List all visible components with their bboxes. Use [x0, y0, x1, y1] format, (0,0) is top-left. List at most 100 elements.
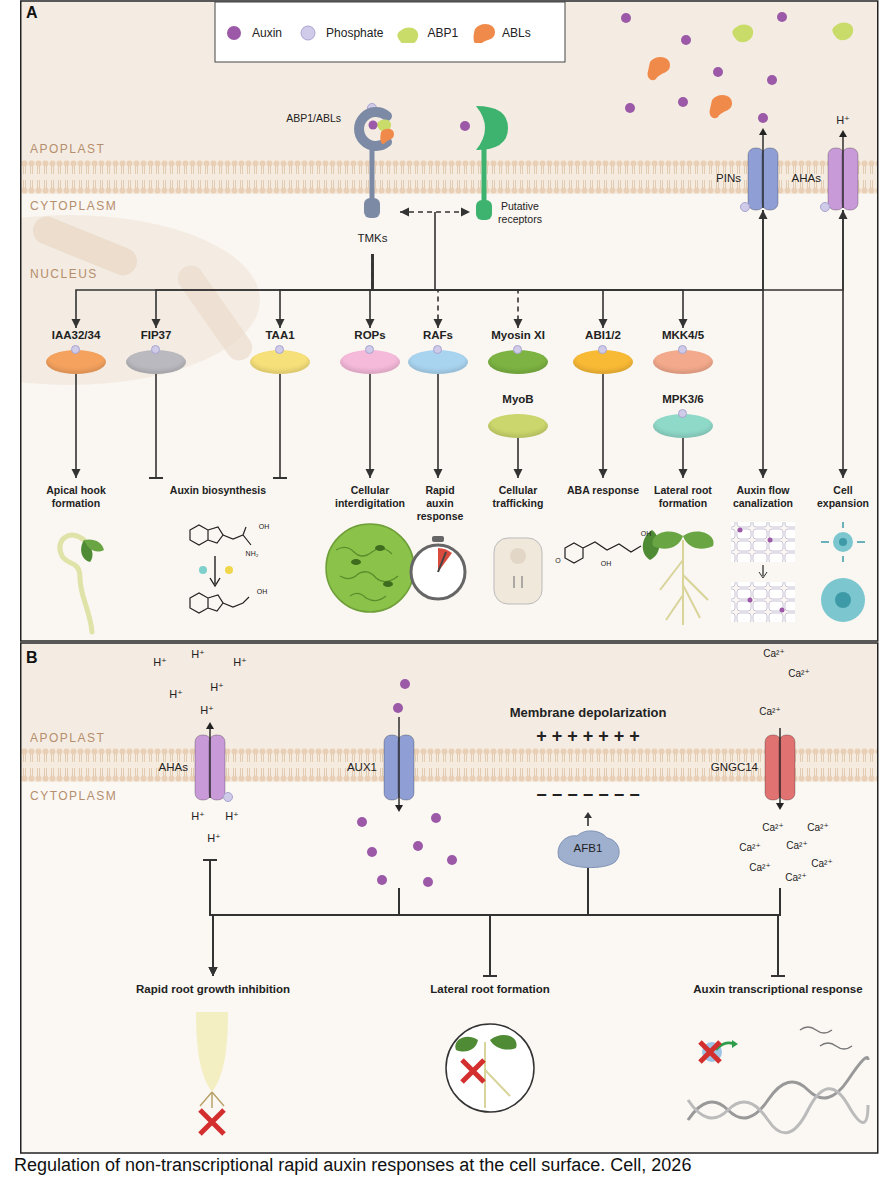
outcome-label: Lateral root formation [410, 982, 570, 996]
connector-line [490, 868, 588, 976]
nucleus [21, 212, 260, 385]
receptor: TMKs [345, 106, 400, 254]
protein-label: Myosin XI [484, 328, 552, 342]
receptor-shape [345, 106, 400, 226]
connector-line [373, 254, 439, 328]
outcome-label: Cellular interdigitation [330, 484, 410, 510]
connector [514, 438, 523, 478]
connector [373, 210, 848, 290]
outcome: Cellular interdigitation [330, 478, 410, 510]
protein-label: MyoB [484, 392, 552, 406]
phosphate [151, 345, 160, 354]
connector-line [399, 888, 490, 976]
label: Ca²⁺ [811, 858, 832, 870]
outcome-label: Apical hook formation [34, 484, 118, 510]
label: A [26, 4, 38, 22]
channel: PINs [748, 148, 778, 210]
label: + + + + + + + [536, 726, 640, 747]
inhibition-bar [273, 477, 287, 479]
phosphate [433, 345, 442, 354]
label: APOPLAST [30, 732, 105, 746]
signaling-protein: MKK4/5 [649, 328, 717, 374]
channel-label: GNGC14 [711, 761, 758, 773]
signaling-protein: TAA1 [246, 328, 314, 374]
signaling-protein: IAA32/34 [42, 328, 110, 374]
connector-line [373, 254, 684, 328]
connector-line [213, 888, 780, 976]
arrowhead [599, 319, 608, 328]
protein-label: ROPs [336, 328, 404, 342]
root-tip [196, 1012, 228, 1134]
arrowhead [599, 469, 608, 478]
lateral-root-inset [446, 1024, 534, 1112]
outcome-label: Auxin transcriptional response [680, 982, 876, 996]
outcome-label: Auxin flow canalization [723, 484, 803, 510]
legend-item: Phosphate [296, 23, 383, 43]
inhibition-bar [771, 975, 785, 977]
phosphate [275, 345, 284, 354]
signaling-protein: RAFs [404, 328, 472, 374]
outcome-label: Cellular trafficking [483, 484, 553, 510]
label: Ca²⁺ [786, 840, 807, 852]
label: O [555, 557, 560, 565]
label: NH₂ [246, 550, 259, 558]
panel-b-ground [21, 644, 877, 1152]
arrowhead [366, 319, 375, 328]
connector [366, 374, 375, 478]
dna-illustration [688, 1027, 868, 1133]
arrowhead [400, 208, 409, 217]
channel-shape [384, 735, 414, 800]
connector-line [210, 860, 588, 915]
arrowhead [514, 319, 523, 328]
protein-label: IAA32/34 [42, 328, 110, 342]
outcome: Lateral root formation [410, 976, 570, 996]
label: CYTOPLASM [30, 200, 117, 214]
outcome-label: Lateral root formation [646, 484, 720, 510]
label: H⁺ [233, 656, 247, 669]
label: H⁺ [153, 656, 167, 669]
label: ABP1/ABLs [286, 112, 341, 124]
label: NUCLEUS [30, 268, 98, 282]
connector-line [762, 210, 764, 478]
protein-label: FIP37 [122, 328, 190, 342]
channel-label: AHAs [159, 761, 188, 773]
legend-swatch [222, 23, 246, 43]
connector [399, 888, 497, 976]
label: Ca²⁺ [739, 842, 760, 854]
channel-shape [828, 148, 858, 210]
connector [373, 254, 608, 328]
connector [72, 254, 373, 328]
legend-swatch [397, 23, 421, 43]
connector [209, 868, 589, 976]
apoplast-particles [460, 12, 853, 131]
label: Ca²⁺ [788, 668, 809, 680]
protein-label: TAA1 [246, 328, 314, 342]
connector [759, 210, 768, 478]
arrowhead [839, 469, 848, 478]
channel: AHAs [828, 148, 858, 210]
legend-item: Auxin [222, 23, 282, 43]
connector [373, 254, 523, 328]
inhibition-bar [483, 975, 497, 977]
connector [276, 254, 373, 328]
connector [483, 868, 588, 976]
label: H⁺ [191, 648, 205, 661]
protein-label: ABI1/2 [569, 328, 637, 342]
connector-line [588, 868, 778, 976]
legend-label: ABLs [502, 26, 531, 40]
label: H⁺ [836, 114, 850, 127]
channel: AHAs [195, 735, 225, 860]
inhibition-bar [483, 975, 497, 977]
outcome: ABA response [563, 478, 643, 497]
arrowhead [276, 319, 285, 328]
label: Ca²⁺ [762, 822, 783, 834]
protein-oval [488, 350, 548, 374]
legend-swatch [296, 23, 320, 43]
outcome: Lateral root formation [646, 478, 720, 510]
signaling-protein: Myosin XI [484, 328, 552, 374]
protein-blob: AFB1 [555, 828, 621, 868]
phosphate [598, 345, 607, 354]
legend-label: Auxin [252, 26, 282, 40]
phosphate [678, 409, 687, 418]
node-label: AFB1 [574, 842, 603, 854]
